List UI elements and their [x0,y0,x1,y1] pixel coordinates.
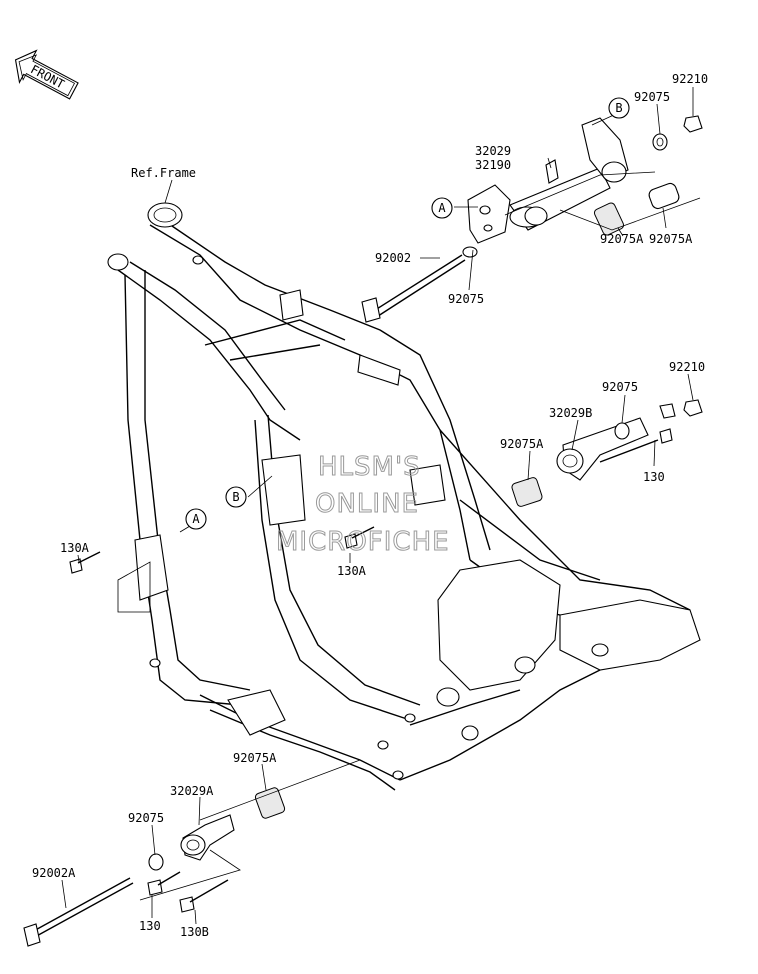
callout-a-left: A [185,508,207,530]
bolts-130A [69,428,673,574]
svg-text:B: B [232,490,239,504]
part-label: 130A [337,564,367,578]
part-label: 92210 [672,72,708,86]
ref-frame-label: Ref.Frame [131,166,196,180]
svg-text:A: A [438,201,446,215]
front-arrow-icon: FRONT [14,49,79,100]
part-label: 130A [60,541,90,555]
part-labels: Ref.Frame 92210 92075 32029 32190 92002 … [32,72,708,939]
part-label: 130 [139,919,161,933]
part-label: 32029 [475,144,511,158]
part-label: 92075 [634,90,670,104]
part-label: 92075A [649,232,693,246]
part-label: 92002 [375,251,411,265]
part-label: 92075A [500,437,544,451]
part-label: 92075 [602,380,638,394]
part-label: 92075A [233,751,277,765]
svg-text:ONLINE: ONLINE [315,489,419,519]
part-label: 92002A [32,866,76,880]
part-label: 32029A [170,784,214,798]
part-label: 32029B [549,406,592,420]
watermark: HLSM'S ONLINE MICROFICHE [276,452,450,558]
part-label: 130 [643,470,665,484]
motorcycle-frame [107,202,701,791]
part-label: 92075A [600,232,644,246]
part-label: 130B [180,925,209,939]
svg-text:B: B [615,101,622,115]
callout-a-top: A [431,197,453,219]
bottom-mount-bracket-assembly [23,759,361,947]
callout-b-left: B [225,486,247,508]
svg-text:HLSM'S: HLSM'S [318,452,421,482]
svg-text:A: A [192,512,200,526]
part-label: 92075 [128,811,164,825]
part-label: 92210 [669,360,705,374]
part-label: 32190 [475,158,511,172]
svg-text:MICROFICHE: MICROFICHE [276,527,450,557]
part-label: 92075 [448,292,484,306]
top-mount-bracket-assembly [361,115,703,323]
mid-mount-bracket-assembly [511,399,703,507]
callout-b-top: B [608,97,630,119]
